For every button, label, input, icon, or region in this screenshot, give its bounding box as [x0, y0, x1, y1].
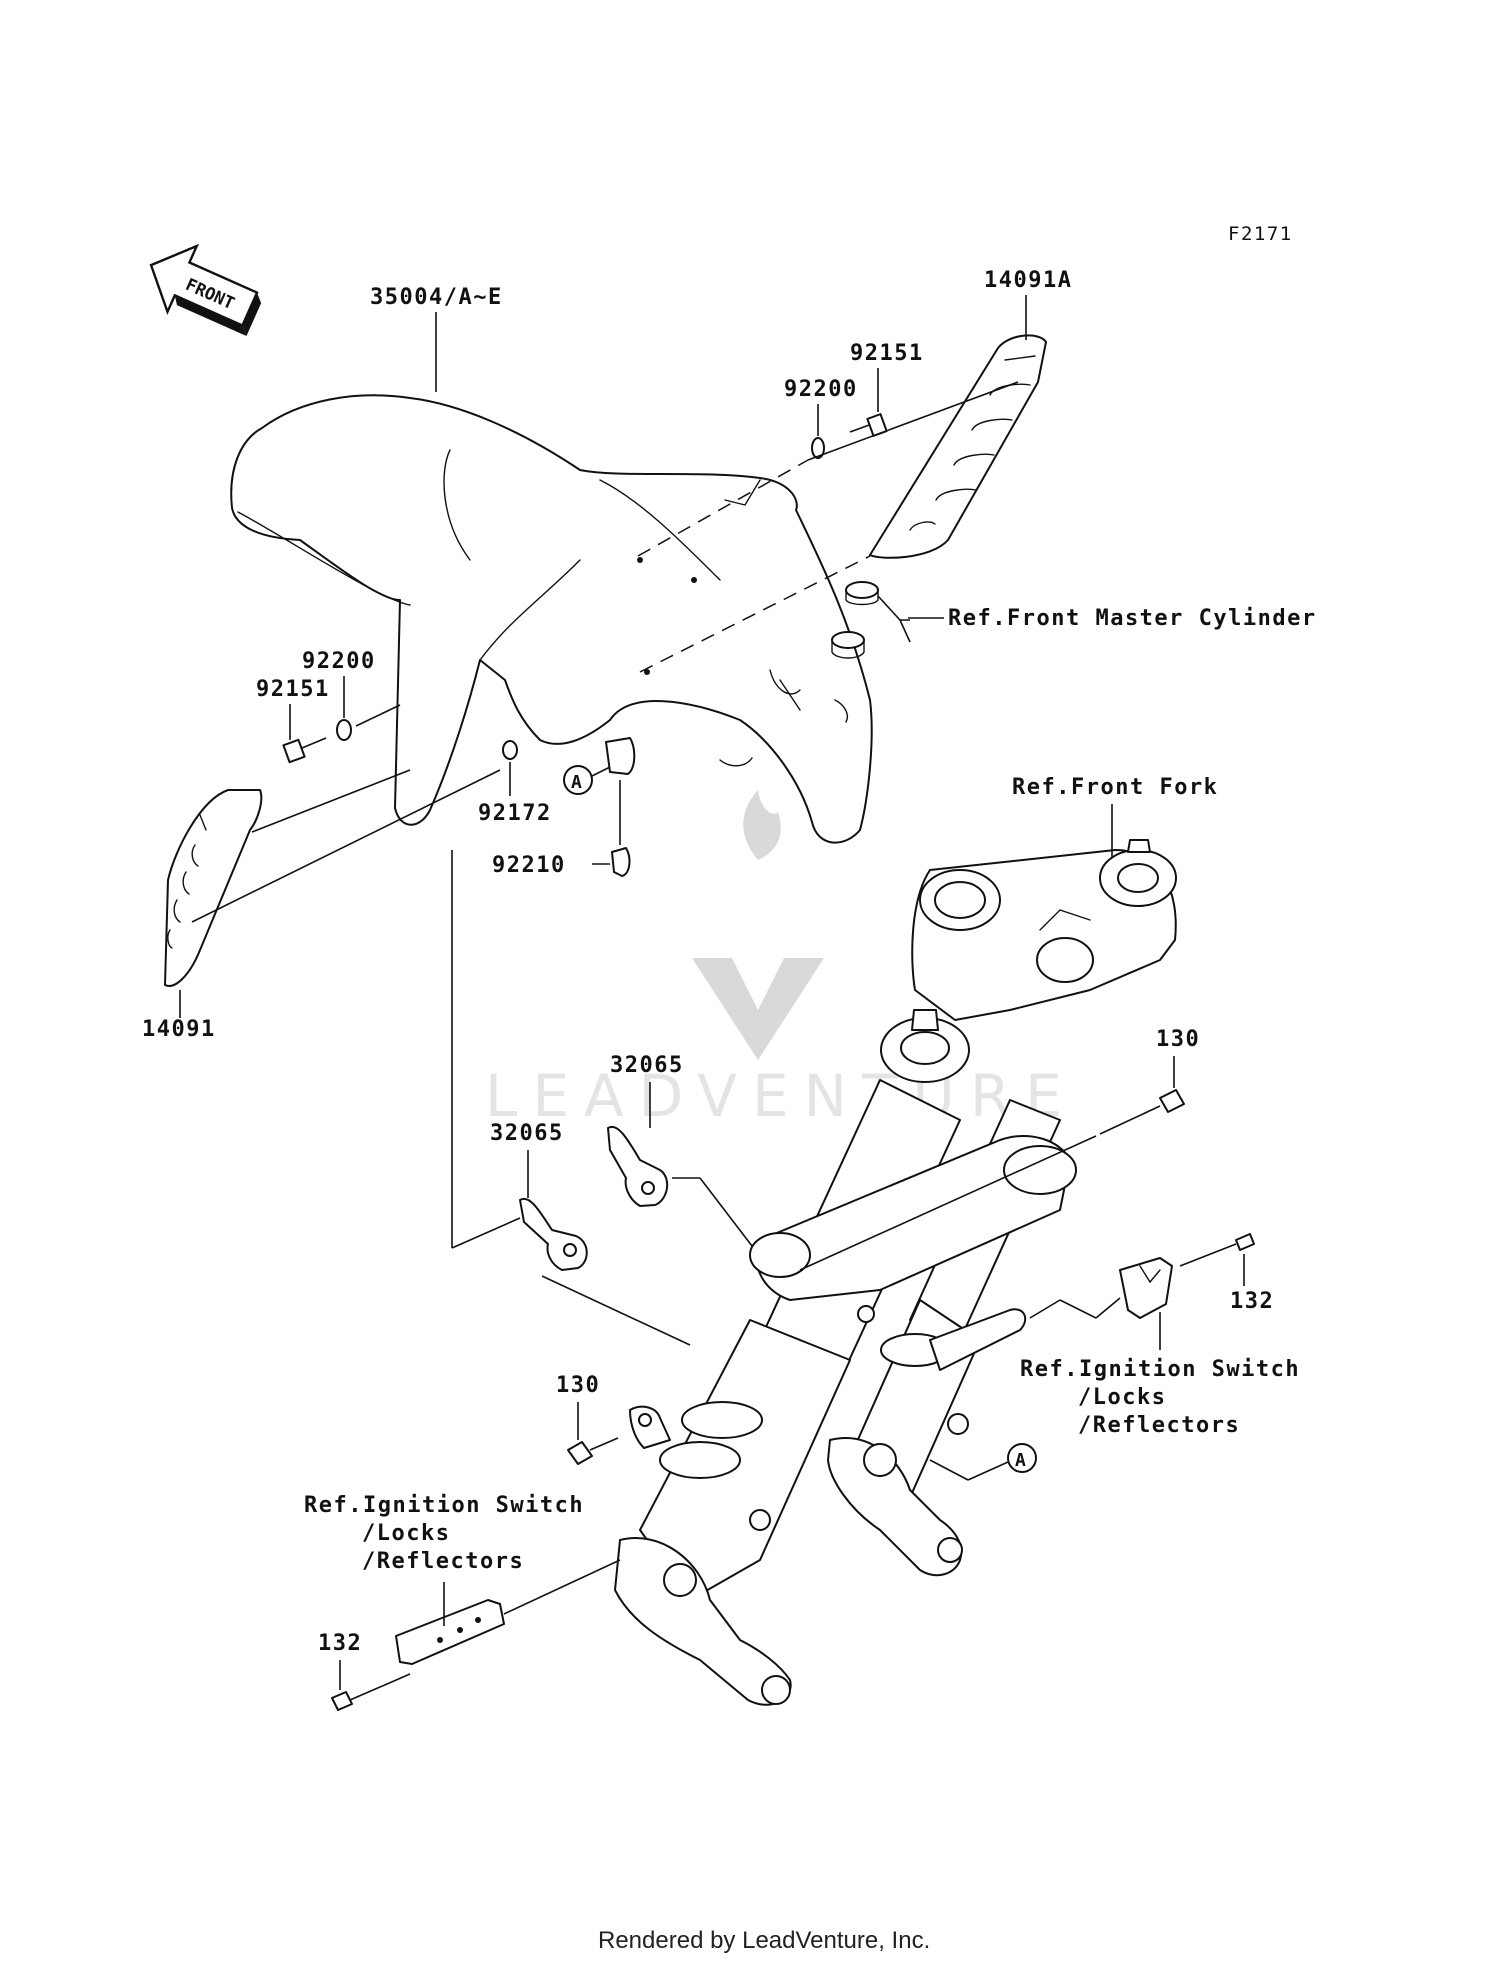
v-logo-icon — [692, 958, 824, 1060]
ref-ignition-left-1: Ref.Ignition Switch — [304, 1493, 584, 1518]
part-label-bolt-left: 92151 — [256, 677, 330, 702]
part-label-bolt-top: 92151 — [850, 341, 924, 366]
side-cover-left — [164, 789, 263, 987]
svg-text:A: A — [1015, 1450, 1027, 1471]
part-label-bolt-132-right: 132 — [1230, 1289, 1274, 1314]
part-label-washer-left: 92200 — [302, 649, 376, 674]
front-arrow-icon: FRONT — [149, 243, 262, 337]
leadventure-watermark: LEADVENTURE — [485, 790, 1077, 1130]
part-label-screw: 92172 — [478, 801, 552, 826]
ignition-bracket-left — [395, 1599, 505, 1665]
screw-92172 — [502, 740, 518, 760]
footer-credit: Rendered by LeadVenture, Inc. — [598, 1927, 930, 1954]
part-label-bolt-130-right: 130 — [1156, 1027, 1200, 1052]
flame-icon — [743, 790, 781, 860]
part-label-clamp-upper: 32065 — [610, 1053, 684, 1078]
ref-master-cylinder: Ref.Front Master Cylinder — [948, 606, 1317, 631]
ignition-bracket-right — [1119, 1257, 1173, 1319]
part-label-fender: 35004/A~E — [370, 285, 503, 310]
ref-ignition-left-2: /Locks — [362, 1521, 450, 1546]
clamp-32065-lower — [519, 1197, 588, 1271]
figure-code: F2171 — [1228, 223, 1293, 245]
front-fender — [230, 394, 873, 844]
callout-a-bottom: A — [929, 1443, 1037, 1481]
clamp-32065-upper — [607, 1125, 669, 1207]
bolt-130-left — [567, 1437, 619, 1465]
washer-92200-left — [336, 719, 352, 741]
bolt-130-right — [1099, 1089, 1185, 1135]
ref-ignition-right-1: Ref.Ignition Switch — [1020, 1357, 1300, 1382]
master-cylinder-clamp — [831, 581, 911, 659]
part-label-washer-top: 92200 — [784, 377, 858, 402]
ref-ignition-left-3: /Reflectors — [362, 1549, 524, 1574]
callout-a-top: A — [563, 763, 617, 795]
part-label-cover-left: 14091 — [142, 1017, 216, 1042]
bolt-132-right — [1179, 1233, 1255, 1267]
part-label-clamp-lower: 32065 — [490, 1121, 564, 1146]
bolt-132-left — [331, 1673, 411, 1711]
ref-ignition-right-3: /Reflectors — [1078, 1413, 1240, 1438]
ref-ignition-right-2: /Locks — [1078, 1385, 1166, 1410]
part-label-bolt-130-left: 130 — [556, 1373, 600, 1398]
part-label-bolt-132-left: 132 — [318, 1631, 362, 1656]
bracket-130-left — [629, 1405, 671, 1449]
fender-mount-tab — [605, 737, 636, 775]
bolt-92151-left — [282, 737, 327, 764]
part-label-nut-clip: 92210 — [492, 853, 566, 878]
front-fork-assembly — [614, 839, 1177, 1706]
part-label-cover-right: 14091A — [984, 268, 1072, 293]
watermark-text: LEADVENTURE — [485, 1062, 1077, 1130]
svg-text:A: A — [571, 772, 583, 793]
ref-front-fork: Ref.Front Fork — [1012, 775, 1218, 800]
washer-92200-top — [811, 437, 825, 459]
side-cover-right — [869, 334, 1047, 559]
nut-clip-92210 — [611, 847, 631, 877]
